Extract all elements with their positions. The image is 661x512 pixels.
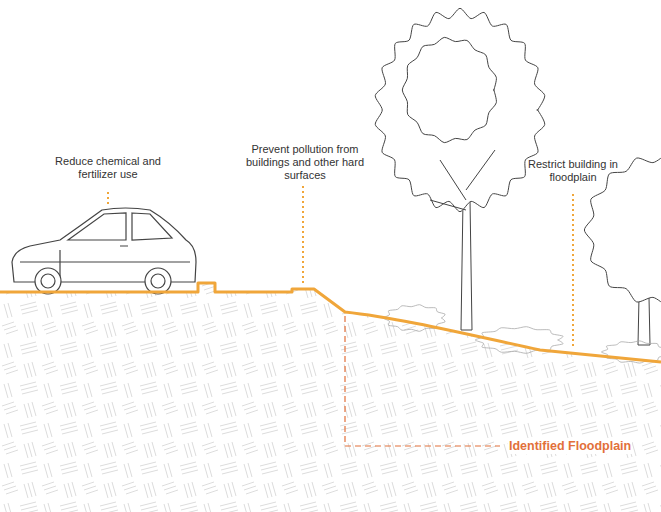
ground-hatching	[0, 283, 661, 512]
floodplain-marker	[345, 316, 500, 446]
zone-label: Identified Floodplain	[508, 439, 632, 454]
leader-lines	[108, 186, 573, 346]
callout-label: Restrict building in floodplain	[513, 158, 633, 184]
callout-label: Reduce chemical and fertilizer use	[38, 155, 178, 181]
shrubs	[384, 305, 661, 363]
trees	[375, 8, 661, 345]
ground-line	[0, 283, 661, 362]
tree-branches	[430, 150, 495, 210]
callout-label: Prevent pollution from buildings and oth…	[240, 143, 370, 182]
car	[12, 208, 196, 294]
tree-canopy-detail	[402, 37, 496, 142]
tree-canopy	[375, 8, 544, 211]
